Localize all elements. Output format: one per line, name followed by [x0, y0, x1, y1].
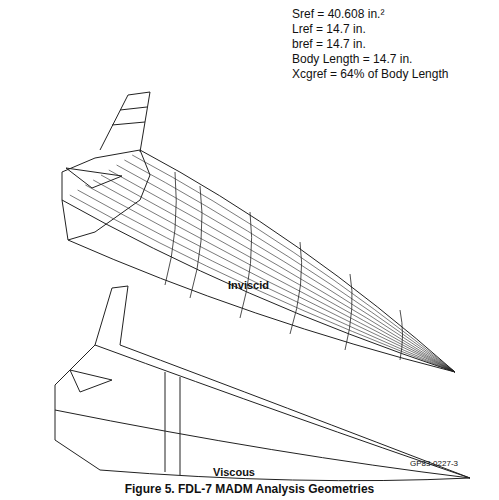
lower-line: [68, 240, 455, 372]
stringer-line: [124, 160, 455, 372]
reference-span: bref = 14.7 in.: [292, 38, 366, 51]
vertical-fin: [100, 92, 150, 152]
view-label: Viscous: [213, 466, 255, 478]
figure-caption: Figure 5. FDL-7 MADM Analysis Geometries: [125, 483, 375, 496]
spine-line: [140, 150, 455, 372]
reference-area: Sref = 40.608 in.²: [292, 8, 384, 21]
chine-line: [62, 200, 455, 372]
stringer-lines: [70, 155, 455, 372]
spine-line: [95, 345, 470, 478]
stringer-line: [109, 170, 455, 372]
cg-location: Xcgref = 64% of Body Length: [292, 68, 448, 81]
station-lines: [165, 372, 180, 475]
stringer-line: [85, 185, 455, 372]
body-length: Body Length = 14.7 in.: [292, 53, 412, 66]
viscous-geometry: [55, 286, 470, 481]
stringer-line: [70, 195, 455, 372]
chine-line: [55, 410, 470, 478]
view-label: Inviscid: [228, 279, 269, 291]
upper-line: [120, 345, 470, 478]
drawing-number: GP83-0227-3: [410, 460, 458, 469]
stringer-line: [78, 190, 455, 372]
base-outline: [62, 150, 150, 240]
reference-length: Lref = 14.7 in.: [292, 23, 366, 36]
stringer-line: [93, 180, 455, 372]
strake: [70, 370, 112, 392]
strake: [66, 168, 122, 188]
station-lines: [165, 172, 403, 360]
fin-rib: [112, 107, 147, 125]
vertical-fin: [95, 286, 128, 345]
inviscid-geometry: [62, 92, 455, 372]
base-outline: [55, 345, 100, 470]
lower-line: [100, 470, 470, 481]
